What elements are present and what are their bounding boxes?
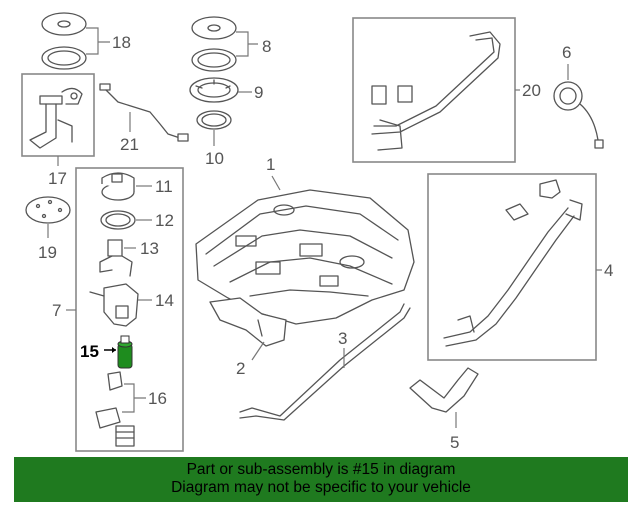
callout-19: 19: [38, 243, 57, 262]
part-19-plate[interactable]: [25, 196, 71, 224]
callout-1: 1: [266, 155, 275, 174]
callout-7: 7: [52, 301, 61, 320]
callout-4: 4: [604, 261, 613, 280]
part-4-filler-neck[interactable]: [443, 179, 583, 347]
part-20-vapor-tubes[interactable]: [371, 31, 501, 151]
part-15-fuel-pump-highlighted[interactable]: [117, 335, 133, 369]
banner-line-1: Part or sub-assembly is #15 in diagram: [186, 461, 456, 478]
leader-8: [236, 31, 258, 57]
info-banner: Part or sub-assembly is #15 in diagram D…: [14, 457, 628, 502]
callout-13: 13: [140, 239, 159, 258]
callout-2: 2: [236, 359, 245, 378]
callout-5: 5: [450, 433, 459, 452]
leader-18: [86, 27, 110, 55]
part-3-tank-strap[interactable]: [239, 303, 411, 421]
callout-6: 6: [562, 43, 571, 62]
callout-16: 16: [148, 389, 167, 408]
callout-8: 8: [262, 37, 271, 56]
part-8-cover-gasket[interactable]: [191, 16, 237, 72]
part-18-cover-gasket[interactable]: [41, 12, 87, 70]
part-5-hose[interactable]: [409, 367, 479, 413]
banner-line-2: Diagram may not be specific to your vehi…: [171, 479, 471, 496]
callout-17: 17: [48, 169, 67, 188]
callout-15: 15: [80, 342, 99, 361]
part-1-fuel-tank[interactable]: [195, 189, 415, 325]
callout-3: 3: [338, 329, 347, 348]
part-12-o-ring[interactable]: [100, 210, 136, 230]
part-6-fuel-cap[interactable]: [553, 81, 604, 149]
part-21-wire-harness[interactable]: [99, 83, 189, 142]
part-4-box: [427, 173, 597, 361]
callout-9: 9: [254, 83, 263, 102]
leader-1: [271, 175, 281, 191]
part-17-box: [21, 73, 95, 157]
part-16-filter-parts[interactable]: [95, 371, 135, 447]
callout-21: 21: [120, 135, 139, 154]
callout-18: 18: [112, 33, 131, 52]
part-13-bracket-wire[interactable]: [99, 239, 133, 277]
part-9-lock-ring[interactable]: [189, 77, 239, 103]
part-14-pump-assembly[interactable]: [89, 283, 139, 327]
callout-11: 11: [155, 177, 173, 196]
leader-15-arrowhead: [112, 347, 116, 353]
part-10-gasket[interactable]: [196, 110, 232, 130]
callout-12: 12: [155, 211, 174, 230]
leader-16: [122, 383, 146, 413]
part-11-pump-cap[interactable]: [101, 172, 135, 201]
callout-10: 10: [205, 149, 224, 168]
callout-20: 20: [522, 81, 541, 100]
callout-14: 14: [155, 291, 174, 310]
part-17-sender-unit[interactable]: [29, 87, 83, 149]
leader-2: [251, 341, 265, 361]
part-2-bracket[interactable]: [209, 297, 287, 347]
